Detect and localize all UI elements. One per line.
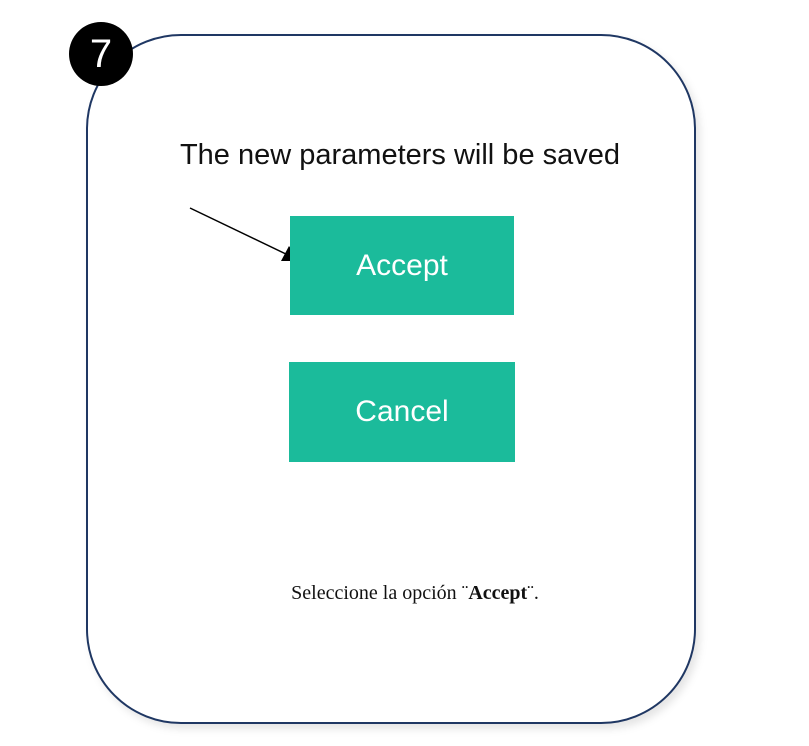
instruction-highlight: Accept: [468, 582, 528, 604]
instruction-prefix: Seleccione la opción: [291, 582, 462, 604]
instruction-open-quote: ¨: [461, 582, 469, 604]
instruction-text: Seleccione la opción ¨Accept¨.: [200, 582, 630, 605]
cancel-button[interactable]: Cancel: [289, 362, 515, 462]
instruction-suffix: .: [533, 582, 539, 604]
step-number-badge: 7: [69, 22, 133, 86]
dialog-message: The new parameters will be saved: [179, 139, 621, 171]
instruction-close-quote: ¨: [527, 582, 534, 604]
accept-button[interactable]: Accept: [290, 216, 514, 315]
